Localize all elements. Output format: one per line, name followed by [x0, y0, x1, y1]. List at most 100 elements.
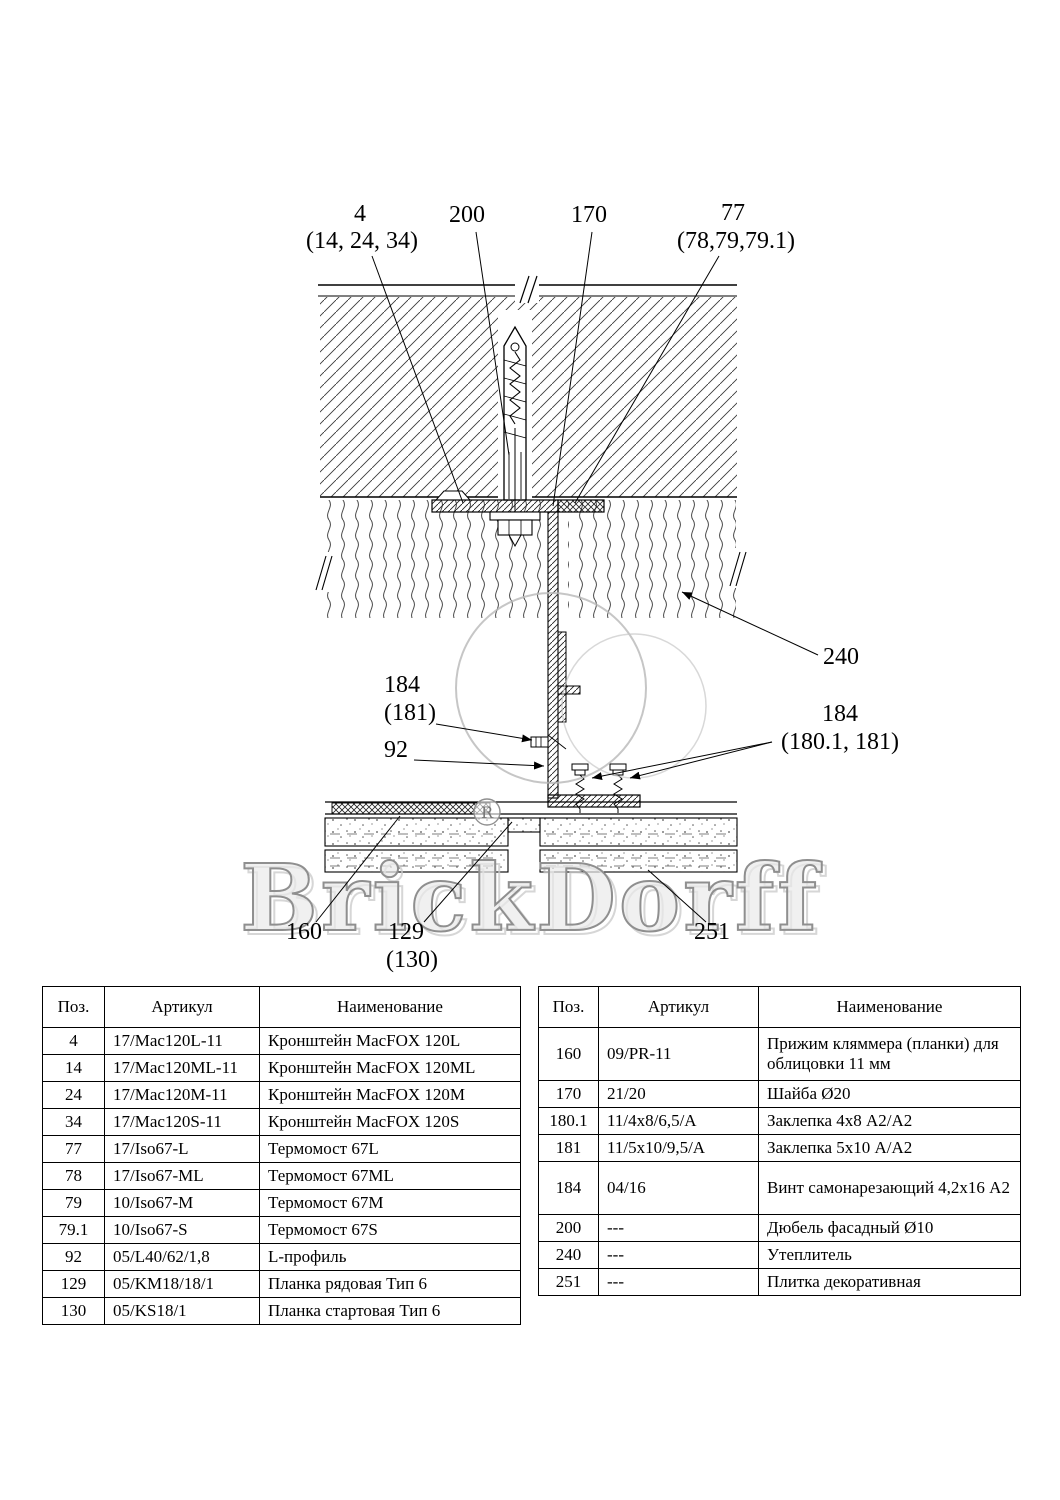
cell-pos: 240 — [538, 1241, 599, 1269]
cell-pos: 4 — [42, 1027, 105, 1055]
cell-name: Прижим кляммера (планки) для облицовки 1… — [758, 1027, 1021, 1081]
cell-name: Шайба Ø20 — [758, 1080, 1021, 1108]
callouts: 4 (14, 24, 34) 200 170 77 (78,79,79.1) 2… — [286, 200, 899, 973]
cell-article: 17/Iso67-ML — [104, 1162, 260, 1190]
callout-184-right-sub: (180.1, 181) — [781, 729, 899, 755]
watermark-circle-small — [561, 633, 707, 779]
cell-name: Утеплитель — [758, 1241, 1021, 1269]
cell-pos: 79 — [42, 1189, 105, 1217]
cell-pos: 14 — [42, 1054, 105, 1082]
watermark-circle-large — [455, 592, 647, 784]
rivet-screw — [530, 734, 567, 750]
cell-name: Кронштейн MacFOX 120L — [259, 1027, 521, 1055]
table-header-row: Поз. Артикул Наименование — [538, 986, 1021, 1028]
callout-184-left: 184 — [384, 672, 420, 698]
cell-pos: 77 — [42, 1135, 105, 1163]
callout-240: 240 — [823, 644, 859, 670]
cell-pos: 92 — [42, 1243, 105, 1271]
table-row: 251---Плитка декоративная — [538, 1268, 1021, 1296]
registered-mark: R — [481, 803, 494, 822]
cell-name: Заклепка 4x8 А2/А2 — [758, 1107, 1021, 1135]
header-pos: Поз. — [538, 986, 599, 1028]
tile-lower — [324, 849, 738, 873]
cell-name: Термомост 67L — [259, 1135, 521, 1163]
cell-name: Плитка декоративная — [758, 1268, 1021, 1296]
cell-article: 17/Mac120M-11 — [104, 1081, 260, 1109]
cell-article: 09/PR-11 — [598, 1027, 759, 1081]
cell-article: 11/5x10/9,5/A — [598, 1134, 759, 1162]
leader-184-left — [435, 723, 533, 743]
cell-pos: 130 — [42, 1297, 105, 1325]
vertical-profile — [530, 511, 641, 808]
cell-name: Винт самонарезающий 4,2x16 А2 — [758, 1161, 1021, 1215]
screw-left — [571, 763, 589, 813]
break-mark-left — [315, 555, 333, 591]
cell-article: 05/KS18/1 — [104, 1297, 260, 1325]
cell-article: --- — [598, 1268, 759, 1296]
callout-4: 4 — [354, 201, 366, 227]
cell-name: Кронштейн MacFOX 120ML — [259, 1054, 521, 1082]
cell-article: 17/Iso67-L — [104, 1135, 260, 1163]
cell-article: 11/4x8/6,5/A — [598, 1107, 759, 1135]
cell-name: Кронштейн MacFOX 120M — [259, 1081, 521, 1109]
cell-pos: 200 — [538, 1214, 599, 1242]
bottom-strips — [325, 801, 737, 815]
cell-article: 05/L40/62/1,8 — [104, 1243, 260, 1271]
callout-184-left-sub: (181) — [384, 700, 436, 726]
cell-pos: 184 — [538, 1161, 599, 1215]
cell-name: Планка стартовая Тип 6 — [259, 1297, 521, 1325]
cell-name: L-профиль — [259, 1243, 521, 1271]
watermark: R BrickDorff BrickDorff — [239, 592, 826, 957]
cell-pos: 180.1 — [538, 1107, 599, 1135]
l-profile-foot — [547, 794, 641, 808]
bracket — [431, 490, 605, 548]
leader-240 — [681, 591, 819, 656]
table-row: 200---Дюбель фасадный Ø10 — [538, 1214, 1021, 1242]
clamp-strip — [331, 802, 491, 815]
cell-article: 10/Iso67-M — [104, 1189, 260, 1217]
header-article: Артикул — [598, 986, 759, 1028]
cell-article: --- — [598, 1241, 759, 1269]
thermal-pad — [557, 499, 605, 513]
callout-77-sub: (78,79,79.1) — [677, 228, 795, 254]
leader-184-right-b — [629, 741, 773, 780]
cell-pos: 79.1 — [42, 1216, 105, 1244]
cell-name: Дюбель фасадный Ø10 — [758, 1214, 1021, 1242]
cell-article: 10/Iso67-S — [104, 1216, 260, 1244]
callout-77: 77 — [721, 200, 745, 226]
cell-pos: 129 — [42, 1270, 105, 1298]
cell-article: 04/16 — [598, 1161, 759, 1215]
leader-92 — [413, 759, 545, 770]
callout-170: 170 — [571, 202, 607, 228]
cell-article: --- — [598, 1214, 759, 1242]
anchor-dowel — [503, 325, 527, 512]
cell-name: Планка рядовая Тип 6 — [259, 1270, 521, 1298]
leader-251 — [647, 869, 707, 923]
cell-pos: 170 — [538, 1080, 599, 1108]
cell-name: Кронштейн MacFOX 120S — [259, 1108, 521, 1136]
watermark-text-shadow: BrickDorff — [244, 848, 826, 956]
washer — [489, 511, 541, 521]
callout-200: 200 — [449, 202, 485, 228]
callout-129-sub: (130) — [386, 947, 438, 973]
tile-upper — [324, 817, 738, 847]
callout-4-sub: (14, 24, 34) — [306, 228, 418, 254]
cell-pos: 160 — [538, 1027, 599, 1081]
leader-160 — [315, 815, 401, 923]
callout-92: 92 — [384, 737, 408, 763]
cell-name: Термомост 67ML — [259, 1162, 521, 1190]
cell-article: 17/Mac120L-11 — [104, 1027, 260, 1055]
break-mark-top — [519, 275, 538, 304]
leader-184-right-a — [591, 741, 773, 780]
